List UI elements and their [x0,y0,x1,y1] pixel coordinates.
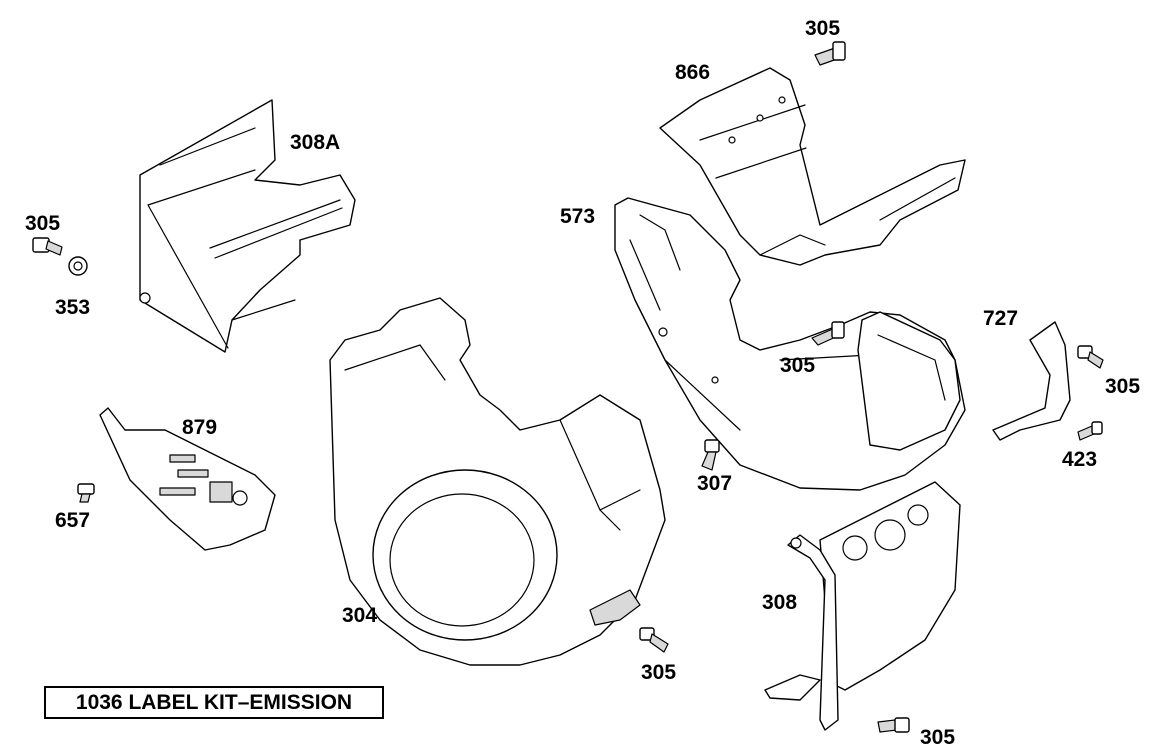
screw-305-left-icon [32,237,63,256]
screw-305-br-icon [877,717,910,733]
part-879-plate [99,407,276,551]
callout-305-top: 305 [805,17,841,40]
callout-573: 573 [560,205,596,228]
screw-305-mid-icon [811,321,845,346]
callout-304: 304 [342,604,378,627]
screw-305-bottom-icon [639,627,669,653]
part-866-bracket [659,67,966,266]
part-308-shroud [764,481,961,731]
callout-657: 657 [55,509,91,532]
washer-353-icon [68,256,88,276]
callout-305-bottom: 305 [641,661,677,684]
screw-657-icon [77,483,95,503]
callout-879: 879 [182,416,218,439]
callout-307: 307 [697,472,733,495]
part-727-clip [992,321,1071,441]
callout-866: 866 [675,61,711,84]
part-304-blower-housing [329,297,666,666]
callout-727: 727 [983,307,1019,330]
part-308a-shroud [139,99,356,353]
screw-305-right-icon [1077,345,1104,369]
screw-423-icon [1077,421,1103,441]
callout-305-br: 305 [920,726,956,749]
callout-305-left: 305 [25,212,61,235]
callout-305-right: 305 [1105,375,1141,398]
screw-305-top-icon [814,41,846,66]
part-front-bracket [857,311,961,451]
callout-308: 308 [762,591,798,614]
kit-label-box: 1036 LABEL KIT–EMISSION [44,686,384,719]
callout-353: 353 [55,296,91,319]
callout-423: 423 [1062,448,1098,471]
screw-307-icon [701,439,720,471]
callout-305-mid: 305 [780,354,816,377]
callout-308a: 308A [290,131,341,154]
